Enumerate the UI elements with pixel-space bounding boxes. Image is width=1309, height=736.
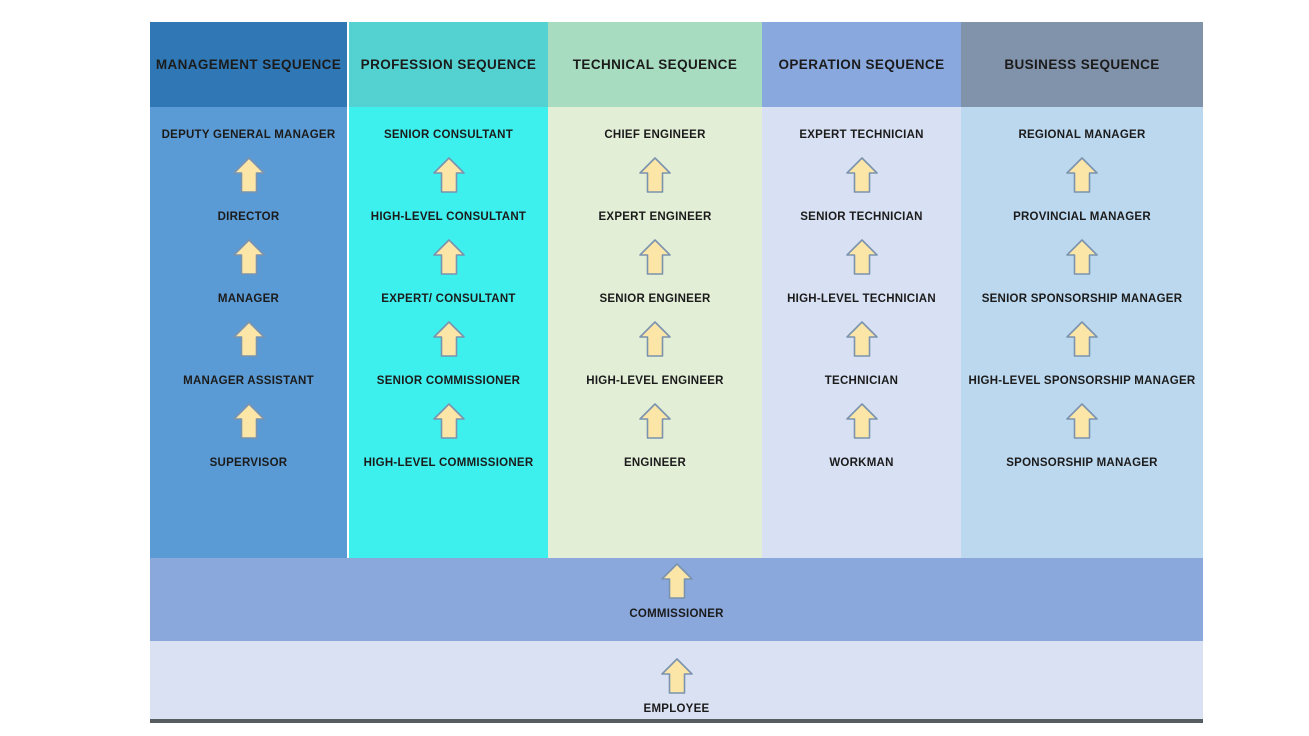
ladder-level-label: HIGH-LEVEL CONSULTANT <box>370 211 527 223</box>
ladder-level-label: SENIOR SPONSORSHIP MANAGER <box>981 293 1183 305</box>
ladder-level-label: HIGH-LEVEL ENGINEER <box>586 375 724 387</box>
ladder-level-label: WORKMAN <box>829 457 894 469</box>
ladder-level-label: HIGH-LEVEL COMMISSIONER <box>363 457 534 469</box>
up-arrow-icon <box>638 156 672 194</box>
ladder-level-label: HIGH-LEVEL SPONSORSHIP MANAGER <box>968 375 1196 387</box>
column-body-profession: SENIOR CONSULTANT HIGH-LEVEL CONSULTANT … <box>349 107 548 558</box>
ladder-level-label: SPONSORSHIP MANAGER <box>1006 457 1158 469</box>
ladder-level-label: REGIONAL MANAGER <box>1018 129 1146 141</box>
ladder-level-label: CHIEF ENGINEER <box>604 129 706 141</box>
sequence-body-row: DEPUTY GENERAL MANAGER DIRECTOR MANAGER … <box>150 107 1203 558</box>
ladder-level-label: SENIOR COMMISSIONER <box>376 375 521 387</box>
up-arrow-icon <box>232 238 266 276</box>
column-body-operation: EXPERT TECHNICIAN SENIOR TECHNICIAN HIGH… <box>762 107 961 558</box>
column-divider-1 <box>347 22 349 107</box>
ladder-level-label: SENIOR ENGINEER <box>599 293 711 305</box>
up-arrow-icon <box>1065 156 1099 194</box>
column-header-technical[interactable]: TECHNICAL SEQUENCE <box>548 22 762 107</box>
up-arrow-icon <box>232 156 266 194</box>
up-arrow-icon <box>845 320 879 358</box>
up-arrow-icon <box>660 562 694 600</box>
ladder-level-label: EXPERT ENGINEER <box>598 211 712 223</box>
ladder-level-label: SENIOR TECHNICIAN <box>800 211 923 223</box>
column-header-label: TECHNICAL SEQUENCE <box>572 57 738 72</box>
ladder-level-label: EXPERT/ CONSULTANT <box>381 293 516 305</box>
up-arrow-icon <box>1065 320 1099 358</box>
band-employee: EMPLOYEE <box>150 641 1203 719</box>
up-arrow-icon <box>1065 402 1099 440</box>
column-body-management: DEPUTY GENERAL MANAGER DIRECTOR MANAGER … <box>150 107 347 558</box>
up-arrow-icon <box>432 402 466 440</box>
column-header-profession[interactable]: PROFESSION SEQUENCE <box>349 22 548 107</box>
column-header-label: MANAGEMENT SEQUENCE <box>155 57 342 72</box>
sequence-header-row: MANAGEMENT SEQUENCE PROFESSION SEQUENCE … <box>150 22 1203 107</box>
column-divider-1-body <box>347 107 349 558</box>
up-arrow-icon <box>432 320 466 358</box>
ladder-level-label: HIGH-LEVEL TECHNICIAN <box>787 293 936 305</box>
bottom-rule <box>150 719 1203 723</box>
ladder-level-label: MANAGER ASSISTANT <box>183 375 314 387</box>
ladder-level-label: PROVINCIAL MANAGER <box>1013 211 1151 223</box>
ladder-level-label: EXPERT TECHNICIAN <box>799 129 924 141</box>
up-arrow-icon <box>845 402 879 440</box>
band-label: EMPLOYEE <box>643 703 710 715</box>
up-arrow-icon <box>1065 238 1099 276</box>
up-arrow-icon <box>845 238 879 276</box>
ladder-level-label: SENIOR CONSULTANT <box>383 129 514 141</box>
column-header-management[interactable]: MANAGEMENT SEQUENCE <box>150 22 347 107</box>
column-header-label: OPERATION SEQUENCE <box>778 57 945 72</box>
up-arrow-icon <box>232 320 266 358</box>
up-arrow-icon <box>432 238 466 276</box>
up-arrow-icon <box>638 320 672 358</box>
band-commissioner: COMMISSIONER <box>150 558 1203 641</box>
career-ladder-diagram: MANAGEMENT SEQUENCE PROFESSION SEQUENCE … <box>150 22 1203 723</box>
ladder-level-label: DEPUTY GENERAL MANAGER <box>161 129 336 141</box>
up-arrow-icon <box>638 238 672 276</box>
ladder-level-label: TECHNICIAN <box>824 375 899 387</box>
ladder-level-label: ENGINEER <box>623 457 687 469</box>
column-header-label: PROFESSION SEQUENCE <box>360 57 537 72</box>
ladder-level-label: MANAGER <box>217 293 280 305</box>
band-label: COMMISSIONER <box>629 608 724 620</box>
up-arrow-icon <box>432 156 466 194</box>
up-arrow-icon <box>638 402 672 440</box>
column-header-operation[interactable]: OPERATION SEQUENCE <box>762 22 961 107</box>
column-body-technical: CHIEF ENGINEER EXPERT ENGINEER SENIOR EN… <box>548 107 762 558</box>
up-arrow-icon <box>232 402 266 440</box>
ladder-level-label: DIRECTOR <box>217 211 280 223</box>
ladder-level-label: SUPERVISOR <box>209 457 288 469</box>
column-header-business[interactable]: BUSINESS SEQUENCE <box>961 22 1203 107</box>
column-body-business: REGIONAL MANAGER PROVINCIAL MANAGER SENI… <box>961 107 1203 558</box>
up-arrow-icon <box>660 657 694 695</box>
column-header-label: BUSINESS SEQUENCE <box>1004 57 1160 72</box>
up-arrow-icon <box>845 156 879 194</box>
